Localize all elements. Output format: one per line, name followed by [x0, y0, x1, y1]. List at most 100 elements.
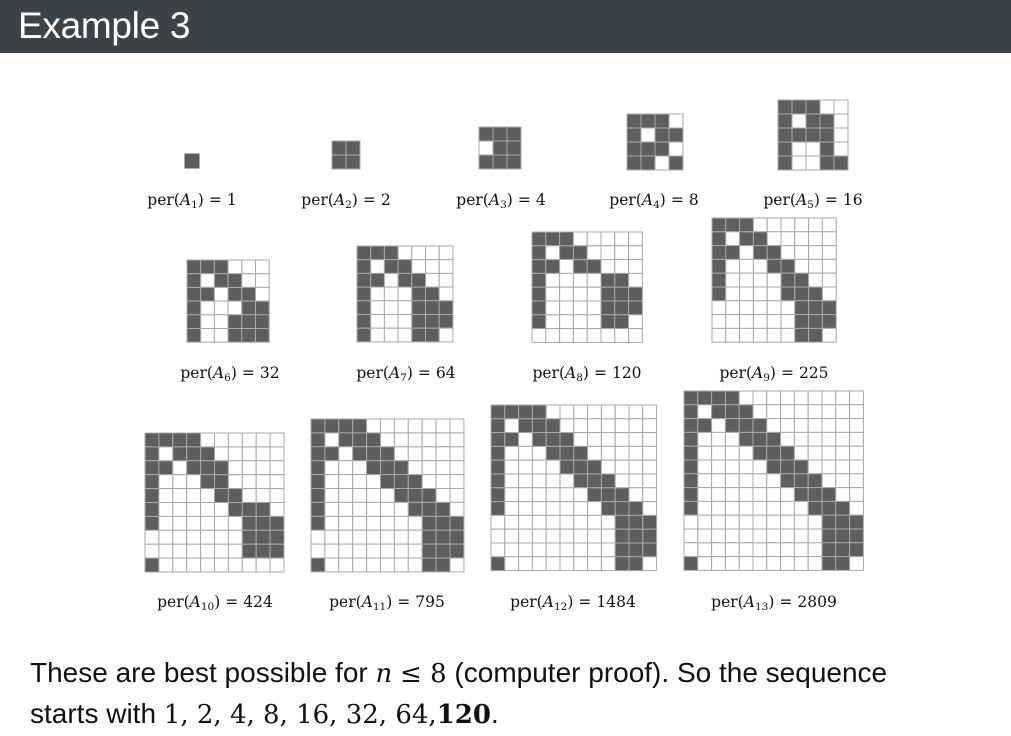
empty-cell — [435, 460, 451, 476]
empty-cell — [600, 445, 616, 461]
filled-cell — [559, 445, 575, 461]
empty-cell — [435, 432, 451, 448]
empty-cell — [587, 514, 602, 530]
filled-cell — [352, 418, 368, 434]
empty-cell — [738, 514, 754, 530]
empty-cell — [531, 528, 547, 544]
empty-cell — [819, 99, 835, 115]
permanent-value: 1484 — [596, 593, 636, 611]
empty-cell — [614, 459, 630, 475]
empty-cell — [711, 487, 726, 502]
filled-cell — [683, 404, 699, 420]
empty-cell — [766, 556, 782, 571]
empty-cell — [352, 460, 368, 476]
filled-cell — [821, 542, 837, 558]
matrix-index: 3 — [500, 199, 507, 211]
filled-cell — [777, 141, 793, 157]
filled-cell — [572, 245, 588, 261]
empty-cell — [738, 459, 754, 475]
empty-cell — [724, 473, 740, 489]
empty-cell — [642, 445, 658, 461]
filled-cell — [490, 473, 506, 489]
empty-cell — [587, 404, 602, 420]
empty-cell — [849, 445, 864, 461]
empty-cell — [158, 502, 174, 517]
empty-cell — [791, 141, 807, 157]
matrix-symbol: A — [333, 191, 346, 209]
empty-cell — [572, 272, 588, 288]
filled-cell — [683, 390, 699, 406]
empty-cell — [338, 529, 354, 545]
filled-cell — [352, 432, 368, 448]
filled-cell — [683, 556, 699, 571]
filled-cell — [338, 418, 354, 434]
empty-cell — [338, 460, 354, 476]
empty-cell — [504, 459, 520, 475]
empty-cell — [545, 328, 561, 343]
matrix-11 — [310, 418, 465, 573]
filled-cell — [324, 446, 340, 462]
empty-cell — [559, 286, 574, 302]
empty-cell — [380, 488, 395, 503]
filled-cell — [849, 542, 864, 558]
filled-cell — [821, 300, 837, 316]
filled-cell — [449, 529, 465, 545]
filled-cell — [614, 314, 630, 330]
filled-cell — [506, 140, 522, 156]
empty-cell — [587, 528, 602, 544]
empty-cell — [724, 514, 740, 530]
equals-sign: = — [780, 364, 794, 382]
filled-cell — [393, 460, 409, 476]
empty-cell — [213, 314, 229, 329]
empty-cell — [794, 258, 810, 274]
filled-cell — [186, 314, 202, 329]
matrix-5 — [777, 99, 849, 171]
empty-cell — [711, 500, 726, 516]
empty-cell — [531, 501, 547, 516]
empty-cell — [504, 501, 520, 516]
empty-cell — [780, 431, 795, 447]
empty-cell — [752, 556, 768, 571]
filled-cell — [614, 286, 630, 302]
filled-cell — [724, 404, 740, 420]
empty-cell — [227, 460, 243, 476]
filled-cell — [518, 418, 533, 434]
empty-cell — [642, 501, 658, 516]
empty-cell — [780, 514, 795, 530]
empty-cell — [186, 529, 202, 545]
empty-cell — [269, 474, 285, 490]
filled-cell — [383, 259, 399, 274]
empty-cell — [807, 445, 823, 461]
empty-cell — [449, 557, 465, 573]
filled-cell — [711, 272, 727, 288]
empty-cell — [780, 556, 795, 571]
empty-cell — [200, 557, 215, 573]
filled-cell — [738, 431, 754, 447]
filled-cell — [407, 474, 423, 489]
empty-cell — [545, 514, 561, 530]
empty-cell — [807, 404, 823, 420]
empty-cell — [338, 501, 354, 517]
empty-cell — [438, 327, 454, 343]
empty-cell — [241, 432, 257, 448]
empty-cell — [739, 272, 754, 288]
filled-cell — [752, 431, 768, 447]
empty-cell — [805, 155, 821, 171]
filled-cell — [600, 501, 616, 516]
empty-cell — [780, 217, 796, 233]
filled-cell — [614, 272, 630, 288]
empty-cell — [793, 514, 809, 530]
empty-cell — [833, 127, 849, 143]
empty-cell — [186, 543, 202, 559]
empty-cell — [407, 557, 423, 573]
filled-cell — [435, 557, 451, 573]
empty-cell — [628, 445, 644, 461]
empty-cell — [545, 286, 561, 302]
empty-cell — [738, 473, 754, 489]
conclusion-part-a: These are best possible for — [30, 657, 376, 688]
filled-cell — [777, 155, 793, 171]
empty-cell — [586, 231, 602, 247]
empty-cell — [269, 557, 285, 573]
empty-cell — [407, 543, 423, 559]
per-function: per( — [329, 593, 362, 611]
